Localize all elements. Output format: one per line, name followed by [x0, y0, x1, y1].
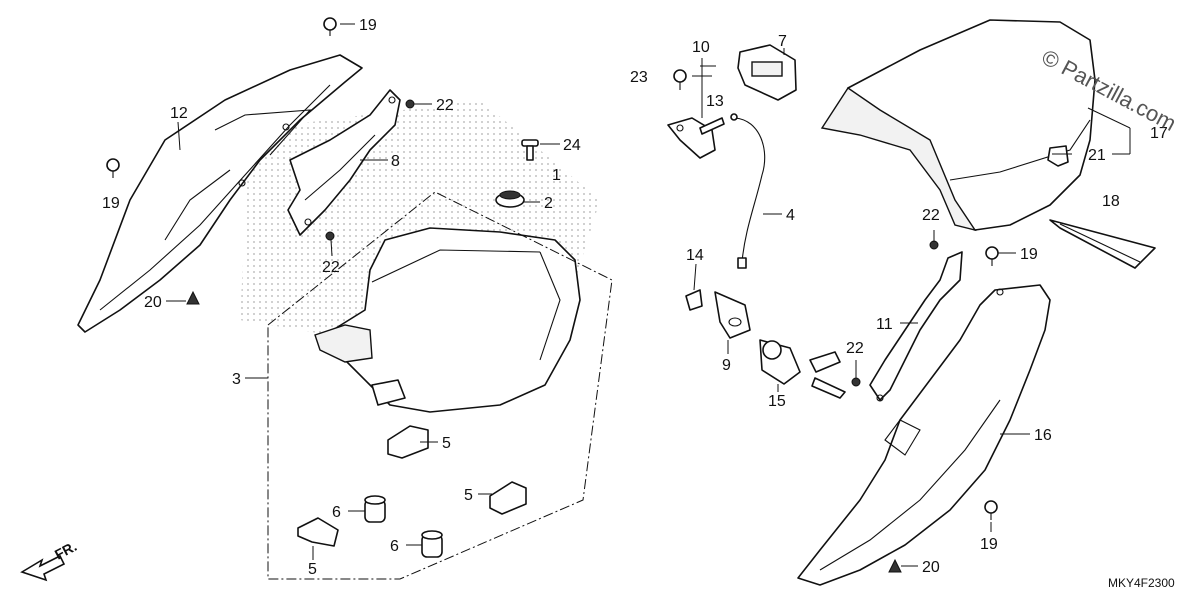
- callout-1: 1: [552, 167, 561, 184]
- callout-22-right-lower: 22: [846, 340, 864, 357]
- screw-19-right-upper: [985, 246, 999, 266]
- cushion-6b: [421, 530, 443, 558]
- callout-6-a: 6: [332, 504, 341, 521]
- bolt-13: [699, 117, 725, 135]
- callout-5-c: 5: [308, 561, 317, 578]
- cable-clip-14: [685, 289, 703, 311]
- lock-plate: [714, 291, 751, 339]
- rear-seat: [820, 19, 1096, 232]
- callout-19-right-lower: 19: [980, 536, 998, 553]
- callout-10: 10: [692, 39, 710, 56]
- seat-lock-cable: [730, 113, 766, 269]
- right-inner-bracket: [869, 251, 963, 402]
- screw-19-top-left: [323, 17, 337, 36]
- callout-2: 2: [544, 195, 553, 212]
- seat-rubber-5b: [489, 481, 527, 515]
- diagram-code: MKY4F2300: [1108, 576, 1175, 590]
- screw-22-right-upper: [929, 240, 939, 250]
- callout-5-b: 5: [464, 487, 473, 504]
- leader-lines: [166, 23, 1131, 567]
- right-side-cover: [797, 284, 1051, 586]
- left-inner-bracket: [287, 89, 401, 236]
- seat-rubber-5a: [387, 425, 429, 459]
- callout-9: 9: [722, 357, 731, 374]
- callout-24: 24: [563, 137, 581, 154]
- bolt-23: [673, 69, 687, 90]
- callout-4: 4: [786, 207, 795, 224]
- cushion-6a: [364, 495, 386, 523]
- front-direction-arrow: FR.: [20, 538, 79, 582]
- seat-latch: [737, 44, 797, 101]
- callout-19-right-upper: 19: [1020, 246, 1038, 263]
- screw-19-left: [106, 158, 120, 178]
- callout-15: 15: [768, 393, 786, 410]
- callout-19-top-left: 19: [359, 17, 377, 34]
- screw-22-right-lower: [851, 377, 861, 387]
- front-seat: [314, 227, 581, 413]
- callout-12: 12: [170, 105, 188, 122]
- callout-20-left: 20: [144, 294, 162, 311]
- stay-18: [1049, 219, 1156, 269]
- screw-19-right-lower: [984, 500, 998, 520]
- callout-22-lower: 22: [322, 259, 340, 276]
- clip-20-right: [888, 558, 902, 573]
- callout-22-upper: 22: [436, 97, 454, 114]
- cushion-21: [1047, 145, 1069, 167]
- screw-22-upper: [405, 99, 415, 109]
- bolt-24: [521, 139, 539, 161]
- callout-3: 3: [232, 371, 241, 388]
- left-side-cover: [77, 54, 363, 333]
- callout-18: 18: [1102, 193, 1120, 210]
- grommet: [495, 190, 525, 208]
- key-cylinder: [759, 339, 846, 399]
- clip-20-left: [186, 290, 200, 305]
- callout-17: 17: [1150, 125, 1168, 142]
- screw-22-lower: [325, 231, 335, 241]
- callout-7: 7: [778, 33, 787, 50]
- callout-6-b: 6: [390, 538, 399, 555]
- callout-11: 11: [876, 316, 893, 333]
- seat-rubber-5c: [297, 517, 339, 547]
- callout-13: 13: [706, 93, 724, 110]
- callout-14: 14: [686, 247, 704, 264]
- callout-16: 16: [1034, 427, 1052, 444]
- callout-21: 21: [1088, 147, 1106, 164]
- callout-19-left: 19: [102, 195, 120, 212]
- callout-8: 8: [391, 153, 400, 170]
- callout-5-a: 5: [442, 435, 451, 452]
- callout-20-right: 20: [922, 559, 940, 576]
- callout-23: 23: [630, 69, 648, 86]
- callout-22-right-upper: 22: [922, 207, 940, 224]
- seat-assembly-boundary: [267, 191, 613, 580]
